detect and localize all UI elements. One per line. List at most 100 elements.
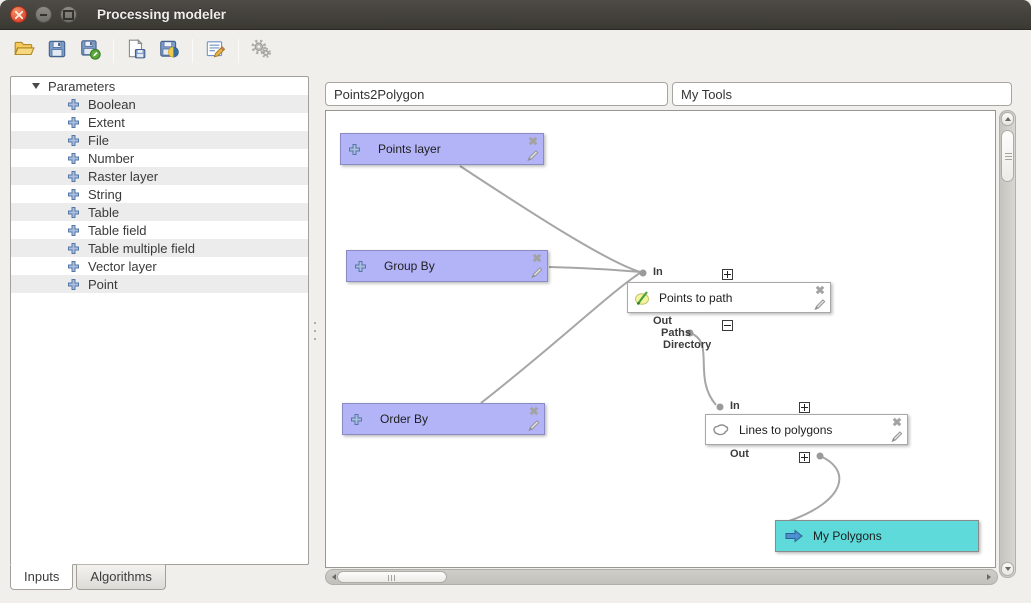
delete-node-icon[interactable] — [813, 283, 827, 297]
toolbar — [0, 30, 1031, 72]
arrow-left-icon — [332, 574, 336, 580]
node-label: Points to path — [659, 290, 733, 305]
model-group-input[interactable] — [672, 82, 1012, 106]
delete-node-icon[interactable] — [890, 415, 904, 429]
scroll-up-button[interactable] — [1001, 112, 1014, 126]
expand-inputs-icon[interactable] — [799, 402, 810, 413]
in-port-dot — [716, 403, 724, 411]
scroll-right-button[interactable] — [984, 572, 994, 582]
tab-inputs[interactable]: Inputs — [10, 564, 74, 590]
parameter-list: Boolean Extent File Number Raster layer … — [11, 95, 308, 293]
collapse-outputs-icon[interactable] — [722, 320, 733, 331]
arrow-right-icon — [987, 574, 991, 580]
toolbar-separator — [113, 39, 114, 63]
export-as-image-button[interactable] — [122, 37, 150, 65]
connection-order-by-to-points-to-path — [480, 272, 641, 404]
open-model-button[interactable] — [10, 37, 38, 65]
delete-node-icon[interactable] — [530, 251, 544, 265]
input-node-order-by[interactable]: Order By — [342, 403, 545, 435]
save-model-button[interactable] — [43, 37, 71, 65]
output-port-directory: Directory — [663, 339, 712, 351]
parameter-item-point[interactable]: Point — [11, 275, 308, 293]
lines-to-polygons-icon — [712, 422, 730, 437]
paths-port-dot — [686, 329, 694, 337]
edit-node-icon[interactable] — [890, 429, 904, 443]
port-label-out: Out — [730, 448, 749, 460]
parameter-item-file[interactable]: File — [11, 131, 308, 149]
plus-icon — [354, 260, 367, 273]
parameter-item-extent[interactable]: Extent — [11, 113, 308, 131]
model-canvas[interactable]: Points layer Group By Order By In Points… — [325, 110, 996, 568]
connection-paths-to-lines-to-polygons — [689, 332, 717, 406]
edit-node-icon[interactable] — [813, 297, 827, 311]
edit-node-icon[interactable] — [530, 265, 544, 279]
edit-node-icon[interactable] — [526, 148, 540, 162]
plus-icon — [350, 413, 363, 426]
algorithm-node-lines-to-polygons[interactable]: Lines to polygons — [705, 414, 908, 445]
inputs-panel: Parameters Boolean Extent File Number Ra… — [10, 76, 309, 565]
port-label-in: In — [730, 400, 740, 412]
add-parameter-icon — [67, 278, 80, 291]
add-parameter-icon — [67, 116, 80, 129]
panel-tabs: Inputs Algorithms — [10, 564, 169, 590]
connector-lines — [459, 165, 841, 522]
save-as-icon — [79, 38, 101, 65]
run-model-button[interactable] — [247, 37, 275, 65]
points-to-path-icon — [634, 290, 650, 306]
port-label-out: Out — [653, 315, 672, 327]
vertical-scrollbar[interactable] — [999, 110, 1016, 578]
expand-inputs-icon[interactable] — [722, 269, 733, 280]
add-parameter-icon — [67, 206, 80, 219]
save-icon — [46, 38, 68, 65]
model-name-input[interactable] — [325, 82, 668, 106]
arrow-up-icon — [1004, 117, 1011, 121]
output-node-my-polygons[interactable]: My Polygons — [775, 520, 979, 552]
titlebar: Processing modeler — [0, 0, 1031, 30]
close-button[interactable] — [10, 6, 27, 23]
parameter-item-table-multiple-field[interactable]: Table multiple field — [11, 239, 308, 257]
folder-open-icon — [13, 38, 35, 65]
add-parameter-icon — [67, 98, 80, 111]
parameter-item-table[interactable]: Table — [11, 203, 308, 221]
horizontal-scrollbar-thumb[interactable] — [337, 571, 447, 583]
minimize-button[interactable] — [35, 6, 52, 23]
delete-node-icon[interactable] — [526, 134, 540, 148]
expand-outputs-icon[interactable] — [799, 452, 810, 463]
export-as-python-button[interactable] — [155, 37, 183, 65]
input-node-points-layer[interactable]: Points layer — [340, 133, 544, 165]
parameter-item-raster-layer[interactable]: Raster layer — [11, 167, 308, 185]
scroll-left-button[interactable] — [329, 572, 339, 582]
parameter-item-boolean[interactable]: Boolean — [11, 95, 308, 113]
add-parameter-icon — [67, 170, 80, 183]
parameter-item-string[interactable]: String — [11, 185, 308, 203]
output-arrow-icon — [784, 529, 804, 543]
maximize-button[interactable] — [60, 6, 77, 23]
parameter-item-table-field[interactable]: Table field — [11, 221, 308, 239]
add-parameter-icon — [67, 260, 80, 273]
edit-node-icon[interactable] — [527, 418, 541, 432]
export-python-icon — [158, 38, 180, 65]
parameter-item-vector-layer[interactable]: Vector layer — [11, 257, 308, 275]
add-parameter-icon — [67, 224, 80, 237]
algorithm-node-points-to-path[interactable]: Points to path — [627, 282, 831, 313]
save-model-as-button[interactable] — [76, 37, 104, 65]
run-gears-icon — [250, 38, 272, 65]
splitter-handle[interactable] — [313, 322, 317, 340]
collapse-triangle-icon[interactable] — [32, 83, 40, 89]
delete-node-icon[interactable] — [527, 404, 541, 418]
export-image-icon — [125, 38, 147, 65]
parameter-item-number[interactable]: Number — [11, 149, 308, 167]
port-label-in: In — [653, 266, 663, 278]
connection-lines-to-polygons-to-my-polygons — [788, 455, 841, 522]
tab-algorithms[interactable]: Algorithms — [76, 564, 166, 590]
input-node-group-by[interactable]: Group By — [346, 250, 548, 282]
edit-model-help-button[interactable] — [201, 37, 229, 65]
add-parameter-icon — [67, 242, 80, 255]
vertical-scrollbar-thumb[interactable] — [1001, 130, 1014, 182]
toolbar-separator — [238, 39, 239, 63]
tree-root-label: Parameters — [48, 78, 116, 94]
scroll-down-button[interactable] — [1001, 562, 1014, 576]
tree-root-parameters[interactable]: Parameters — [11, 77, 308, 95]
edit-help-icon — [204, 38, 226, 65]
horizontal-scrollbar[interactable] — [325, 569, 998, 585]
